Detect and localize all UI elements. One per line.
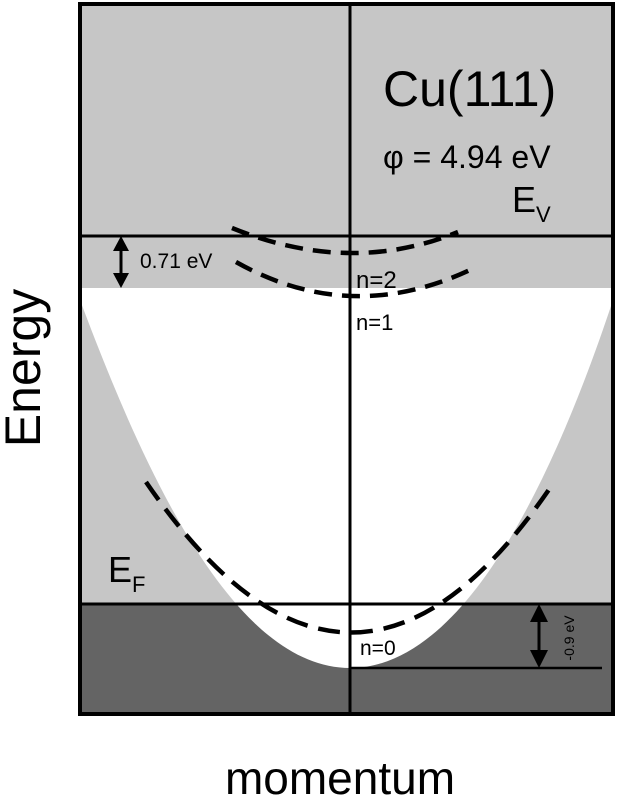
- n1-label: n=1: [356, 310, 393, 335]
- image-state-band: [80, 236, 613, 288]
- fermi-level-label: EF: [108, 549, 145, 597]
- y-axis-label: Energy: [0, 289, 51, 447]
- n0-label: n=0: [360, 637, 396, 660]
- surface-title: Cu(111): [383, 61, 556, 117]
- vacuum-level-label: EV: [512, 179, 551, 227]
- work-function-label: φ = 4.94 eV: [383, 139, 551, 175]
- gap-0-71-arrow: [113, 236, 129, 288]
- n2-label: n=2: [356, 267, 397, 294]
- upper-vacuum-region: [80, 4, 613, 236]
- gap-0-9-arrow: [530, 604, 548, 668]
- x-axis-label: momentum: [225, 752, 455, 802]
- n0-dispersion-curve: [144, 480, 552, 635]
- plot-frame: [78, 2, 615, 716]
- n2-dispersion-curve: [231, 225, 459, 256]
- n1-dispersion-curve: [234, 260, 471, 299]
- gap-0-9-label: -0.9 eV: [561, 615, 577, 661]
- gap-0-71-label: 0.71 eV: [140, 250, 212, 273]
